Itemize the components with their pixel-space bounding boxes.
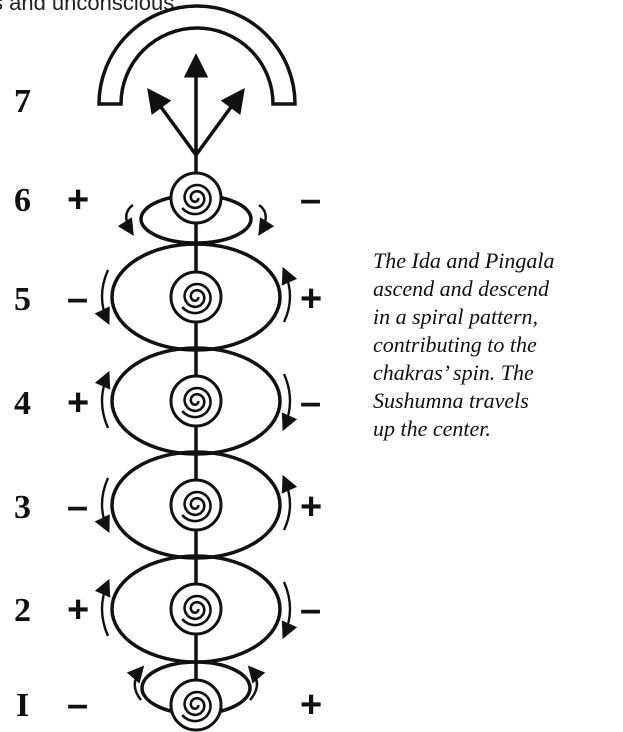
chakra-spirals	[181, 183, 212, 723]
crown-arrows	[147, 53, 245, 157]
chakra-spiral-2	[181, 594, 212, 627]
caption-line: chakras’ spin. The	[373, 360, 534, 385]
sign-right-2: –	[300, 589, 321, 631]
caption-line: up the center.	[373, 416, 491, 441]
chakra-spiral-5	[181, 282, 212, 315]
chakra-spiral-1	[181, 690, 212, 723]
chakra-6	[169, 171, 223, 225]
level-label-4: 4	[14, 385, 31, 422]
sign-left-1: –	[67, 684, 88, 726]
chakra-5	[169, 270, 223, 324]
crown-arch	[97, 4, 297, 106]
chakra-1	[169, 678, 223, 732]
caption-line: contributing to the	[373, 332, 537, 357]
sign-left-3: –	[67, 486, 88, 528]
chakra-spiral-6	[181, 183, 212, 216]
chakra-spiral-3	[181, 490, 212, 523]
sign-left-2: +	[67, 589, 89, 631]
level-label-6: 6	[14, 182, 31, 219]
loop-4	[110, 346, 282, 456]
polarity-signs: + – – + + – – + + – – +	[67, 179, 322, 726]
sign-right-5: +	[300, 278, 322, 320]
caption-line: in a spiral pattern,	[373, 304, 539, 329]
level-labels: 7 6 5 4 3 2 I	[14, 83, 31, 724]
sign-left-4: +	[67, 382, 89, 424]
chakra-3	[169, 478, 223, 532]
caption-line: The Ida and Pingala	[373, 248, 555, 273]
chakra-2	[169, 582, 223, 636]
nadi-loops	[110, 193, 282, 716]
level-label-1: I	[16, 687, 29, 724]
caption-line: ascend and descend	[373, 276, 549, 301]
flow-arrows	[94, 204, 298, 701]
diagram-caption: The Ida and Pingala ascend and descend i…	[373, 247, 613, 443]
sign-right-6: –	[300, 179, 321, 221]
caption-line: Sushumna travels	[373, 388, 529, 413]
sign-right-3: +	[300, 486, 322, 528]
clipped-header-text: s and unconscious.	[0, 0, 623, 18]
sign-right-1: +	[300, 684, 322, 726]
chakra-4	[169, 374, 223, 428]
chakra-spiral-4	[181, 386, 212, 419]
sign-left-5: –	[67, 278, 88, 320]
loop-3	[110, 450, 282, 560]
loop-5	[110, 242, 282, 352]
level-label-3: 3	[14, 489, 31, 526]
sign-right-4: –	[300, 382, 321, 424]
level-label-5: 5	[14, 281, 31, 318]
sign-left-6: +	[67, 179, 89, 221]
level-label-7: 7	[14, 83, 31, 120]
level-label-2: 2	[14, 592, 31, 629]
clipped-header-line: s and unconscious.	[0, 0, 181, 15]
